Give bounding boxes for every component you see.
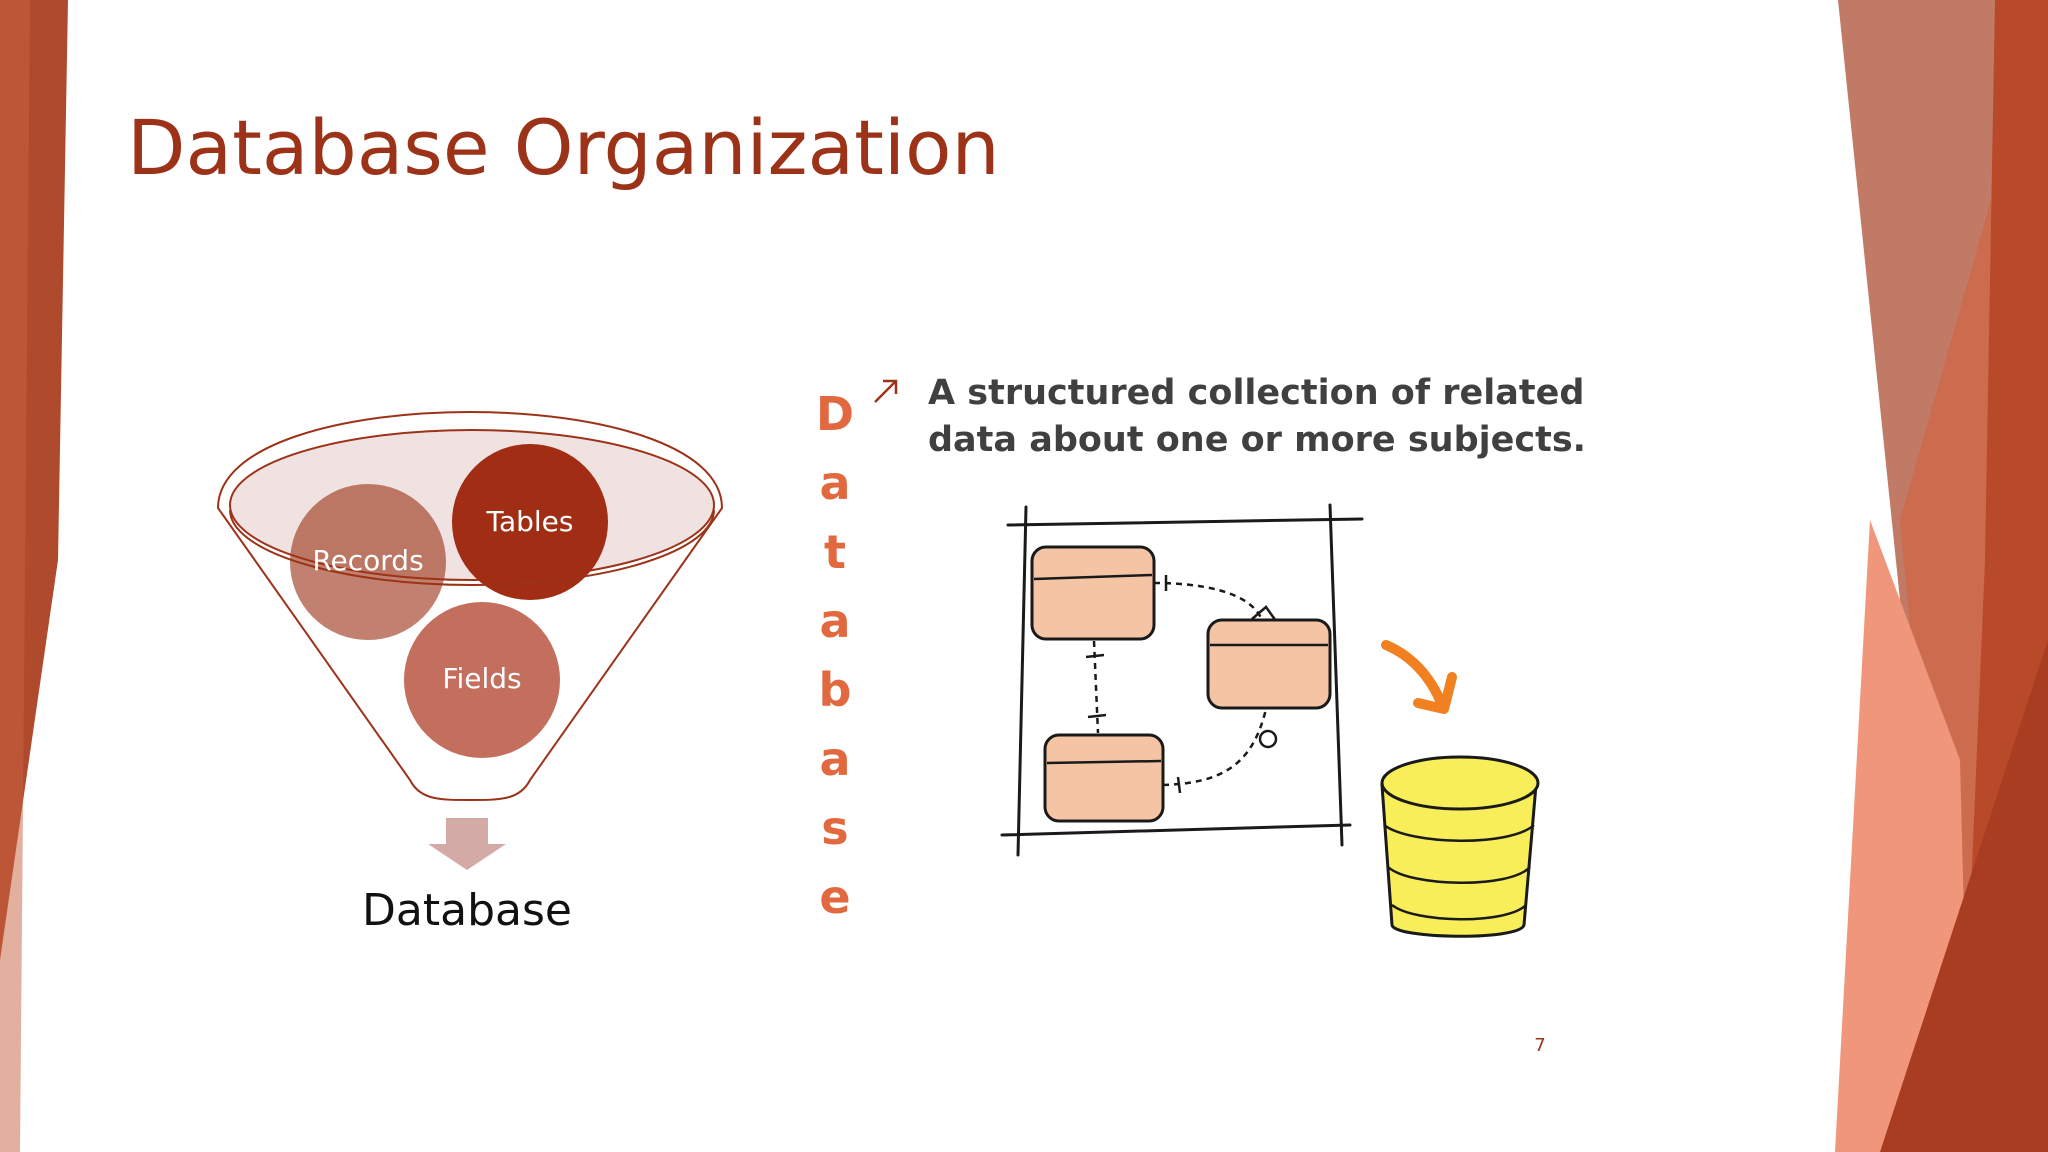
- records-label: Records: [312, 544, 423, 577]
- orange-arrow-icon: [1381, 640, 1457, 714]
- fields-label: Fields: [442, 662, 521, 695]
- bullet-text: A structured collection of related data …: [928, 373, 1586, 460]
- vertical-letter: b: [818, 663, 852, 717]
- vertical-letter: D: [815, 387, 855, 441]
- vertical-letter: e: [819, 870, 851, 924]
- vertical-word: D a t a b a s e: [800, 380, 870, 932]
- fields-circle: [404, 602, 560, 758]
- records-circle: [290, 484, 446, 640]
- right-band-5: [1880, 640, 2048, 1152]
- table-bottom-left: [1043, 733, 1165, 823]
- page-number: 7: [1534, 1035, 1546, 1056]
- vertical-letter: a: [819, 732, 851, 786]
- tables-circle: [452, 444, 608, 600]
- table-top-left: [1030, 545, 1156, 641]
- vertical-letter: a: [819, 456, 851, 510]
- arrow-up-right-icon: [874, 379, 898, 403]
- vertical-letter: t: [824, 525, 846, 579]
- down-arrow-icon: [428, 818, 506, 870]
- funnel-diagram: Tables Records Fields Database: [216, 411, 724, 936]
- tables-rim-overlay: [229, 509, 715, 586]
- tables-label: Tables: [486, 505, 574, 538]
- table-right: [1206, 618, 1332, 710]
- left-edge-shadow: [0, 0, 30, 1152]
- database-label: Database: [362, 885, 572, 936]
- database-cylinder-icon: [1380, 755, 1540, 938]
- vertical-letter: s: [821, 801, 849, 855]
- funnel-outline: [216, 411, 724, 801]
- vertical-letter: a: [819, 594, 851, 648]
- database-schema-sketch: [1000, 503, 1540, 938]
- slide-title: Database Organization: [127, 103, 1000, 192]
